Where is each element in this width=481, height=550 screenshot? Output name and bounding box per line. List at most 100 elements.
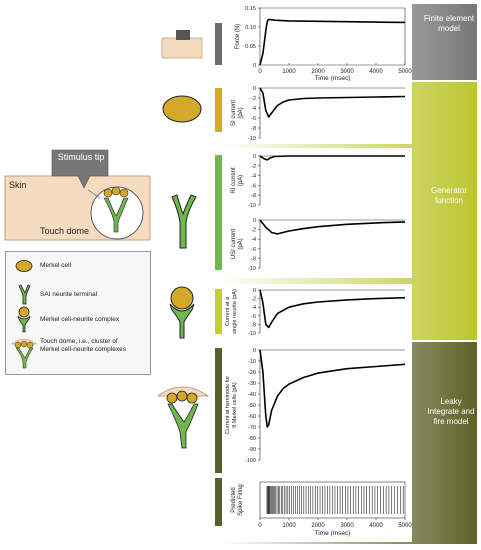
ri-usi-bar [215, 155, 223, 270]
y-tick-label: -20 [248, 370, 256, 376]
x-tick-label: 1000 [282, 523, 296, 529]
y-tick-label: -8 [251, 193, 256, 199]
si-bar [215, 88, 223, 132]
x-tick-label: 5000 [398, 523, 412, 529]
series-line [259, 349, 406, 428]
y-tick-label: -10 [248, 359, 256, 365]
series-line [259, 87, 406, 118]
illustrations [4, 30, 210, 449]
skin-inset [4, 149, 151, 241]
y-axis-label: SI current [231, 100, 237, 126]
x-tick-label: 2000 [311, 523, 325, 529]
y-axis-label: Spike Firing [238, 484, 244, 516]
x-tick-label: 0 [258, 69, 262, 75]
legend-complex-text: Merkel cell-neurite complex [40, 316, 120, 323]
complex-icon [169, 286, 195, 339]
x-tick-label: 4000 [369, 69, 383, 75]
y-tick-label: -50 [248, 403, 256, 409]
y-axis-label: Current at a [225, 296, 231, 326]
series-line [259, 289, 406, 329]
legend: Merkel cell SAI neurite terminal Merkel … [5, 251, 151, 375]
y-axis-label: Force (N) [235, 24, 241, 49]
series-line [259, 18, 406, 66]
legend-touch-dome-text: Touch dome, i.e., cluster of Merkel cell… [40, 338, 126, 353]
y-tick-label: -2 [251, 164, 256, 170]
y-axis-label: Predicted [231, 487, 237, 512]
touch-dome-icon [156, 386, 210, 449]
x-tick-label: 2000 [311, 69, 325, 75]
ri-usi-panel [222, 148, 412, 278]
y-tick-label: -10 [248, 136, 256, 142]
heminode-bar [215, 348, 223, 473]
y-tick-label: -8 [251, 126, 256, 132]
x-tick-label: 0 [258, 523, 262, 529]
stage-lif: Leaky Integrate and fire model [427, 397, 475, 426]
y-tick-label: -90 [248, 447, 256, 453]
y-tick-label: -2 [251, 297, 256, 303]
y-axis-label: USI current [231, 228, 237, 259]
y-tick-label: -100 [245, 458, 256, 464]
skin-label: Skin [9, 180, 27, 190]
y-tick-label: 0 [253, 288, 256, 294]
y-tick-label: 0.05 [245, 44, 256, 50]
y-axis-label: Current at heminode for [225, 376, 231, 434]
y-tick-label: -8 [251, 256, 256, 262]
y-tick-label: -2 [251, 228, 256, 234]
y-tick-label: -6 [251, 183, 256, 189]
y-axis-label: (pA) [238, 175, 244, 186]
y-tick-label: 0 [253, 218, 256, 224]
legend-touch-dome-icon [11, 338, 37, 369]
x-tick-label: 4000 [369, 523, 383, 529]
legend-complex-icon [18, 306, 30, 318]
merkel-cell-icon [162, 95, 202, 123]
legend-sai-icon [18, 284, 31, 305]
y-tick-label: -8 [251, 322, 256, 328]
y-tick-label: 0 [253, 63, 256, 69]
sai-terminal-icon [171, 194, 197, 249]
y-axis-label: (pA) [238, 238, 244, 249]
x-tick-label: 3000 [340, 523, 354, 529]
y-tick-label: -80 [248, 436, 256, 442]
force-panel [222, 4, 412, 80]
legend-merkel-icon [15, 260, 33, 272]
stage-generator: Generator function [430, 186, 468, 205]
y-tick-label: 0.15 [245, 6, 256, 12]
x-axis-label: Time (msec) [315, 530, 351, 537]
spike-bar [215, 478, 223, 526]
force-icon [161, 30, 203, 59]
legend-icons [11, 260, 37, 369]
y-tick-label: -10 [248, 266, 256, 272]
x-axis-label: Time (msec) [315, 75, 351, 82]
y-tick-label: -6 [251, 314, 256, 320]
neurite-panel [222, 284, 412, 340]
y-axis-label: (pA) [238, 107, 244, 118]
neurite-bar [215, 289, 223, 334]
y-tick-label: -60 [248, 414, 256, 420]
y-tick-label: -6 [251, 247, 256, 253]
y-tick-label: -4 [251, 237, 256, 243]
y-tick-label: -40 [248, 392, 256, 398]
y-tick-label: -4 [251, 305, 256, 311]
stimulus-tip-label: Stimulus tip [57, 152, 105, 162]
y-tick-label: 0 [253, 86, 256, 92]
y-axis-label: RI current [231, 167, 237, 194]
y-tick-label: -70 [248, 425, 256, 431]
y-tick-label: -4 [251, 106, 256, 112]
force-bar [215, 23, 223, 65]
y-tick-label: 0 [253, 348, 256, 354]
y-axis-label: single neurite (pA) [232, 289, 238, 334]
y-tick-label: -2 [251, 96, 256, 102]
touch-dome-label: Touch dome [40, 226, 90, 236]
series-line [259, 219, 406, 235]
y-tick-label: -10 [248, 331, 256, 337]
series-line [259, 155, 405, 161]
y-tick-label: 0.10 [245, 25, 256, 31]
x-tick-label: 5000 [398, 69, 412, 75]
legend-sai-text: SAI neurite terminal [40, 291, 98, 298]
y-tick-label: -10 [248, 203, 256, 209]
y-tick-label: -6 [251, 116, 256, 122]
x-tick-label: 3000 [340, 69, 354, 75]
si-panel [222, 82, 412, 144]
